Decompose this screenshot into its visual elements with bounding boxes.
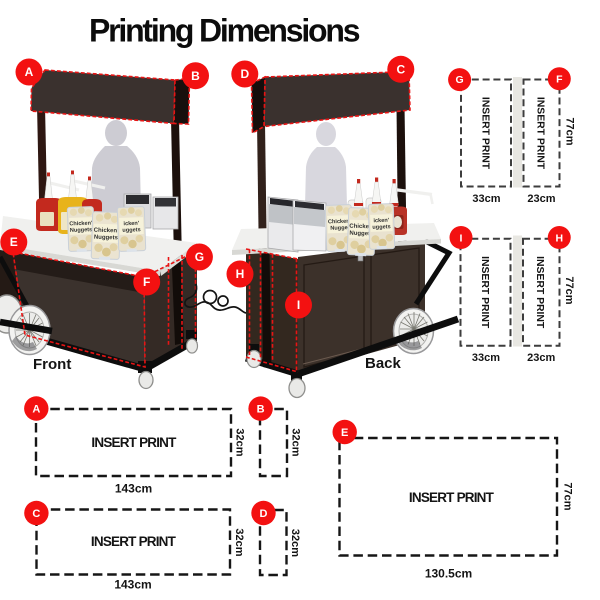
svg-text:33cm: 33cm [472,193,500,205]
svg-text:uggets: uggets [122,227,141,234]
svg-text:G: G [195,250,204,264]
svg-text:Chicken: Chicken [328,219,351,226]
svg-text:INSERT PRINT: INSERT PRINT [534,256,545,329]
svg-text:icken': icken' [123,221,140,228]
svg-text:Chicken': Chicken' [94,228,120,235]
svg-text:E: E [341,427,348,439]
svg-text:H: H [555,232,563,244]
svg-text:I: I [460,232,463,244]
svg-text:143cm: 143cm [115,482,152,496]
svg-text:C: C [396,63,405,77]
svg-text:32cm: 32cm [234,428,246,456]
svg-text:INSERT PRINT: INSERT PRINT [91,534,177,549]
svg-text:Chicken': Chicken' [349,224,375,231]
svg-text:143cm: 143cm [114,578,151,592]
svg-text:INSERT PRINT: INSERT PRINT [91,435,177,450]
svg-text:A: A [25,65,34,79]
svg-text:77cm: 77cm [564,117,576,145]
svg-text:32cm: 32cm [289,529,301,557]
svg-text:I: I [297,298,300,312]
svg-text:Back: Back [365,355,402,372]
svg-text:G: G [456,74,464,86]
svg-text:F: F [143,275,150,289]
svg-text:Nugge: Nugge [330,225,348,232]
svg-text:Nuggets: Nuggets [94,235,119,242]
svg-text:H: H [236,267,245,281]
svg-text:Nuggets: Nuggets [349,231,374,238]
svg-text:INSERT PRINT: INSERT PRINT [535,97,546,170]
svg-text:icken': icken' [373,218,390,225]
svg-text:B: B [257,403,265,415]
svg-text:130.5cm: 130.5cm [425,567,472,581]
svg-text:B: B [191,69,200,83]
svg-text:23cm: 23cm [527,193,555,205]
svg-text:Front: Front [33,356,71,373]
svg-text:33cm: 33cm [472,352,500,364]
svg-text:F: F [556,74,563,86]
svg-text:77cm: 77cm [562,482,574,510]
svg-text:Printing Dimensions: Printing Dimensions [89,13,360,49]
svg-text:D: D [260,508,268,520]
svg-text:INSERT PRINT: INSERT PRINT [480,97,491,170]
svg-text:A: A [32,403,40,415]
svg-text:32cm: 32cm [290,428,302,456]
svg-text:Chicken': Chicken' [69,221,93,228]
svg-text:E: E [10,235,18,249]
svg-text:Nuggets: Nuggets [70,227,93,234]
svg-text:D: D [240,67,249,81]
svg-text:77cm: 77cm [563,276,575,304]
svg-text:INSERT PRINT: INSERT PRINT [479,256,490,329]
svg-text:32cm: 32cm [233,528,245,556]
svg-text:INSERT PRINT: INSERT PRINT [409,490,495,505]
svg-text:23cm: 23cm [527,352,555,364]
svg-text:uggets: uggets [372,224,391,231]
svg-text:C: C [32,508,40,520]
